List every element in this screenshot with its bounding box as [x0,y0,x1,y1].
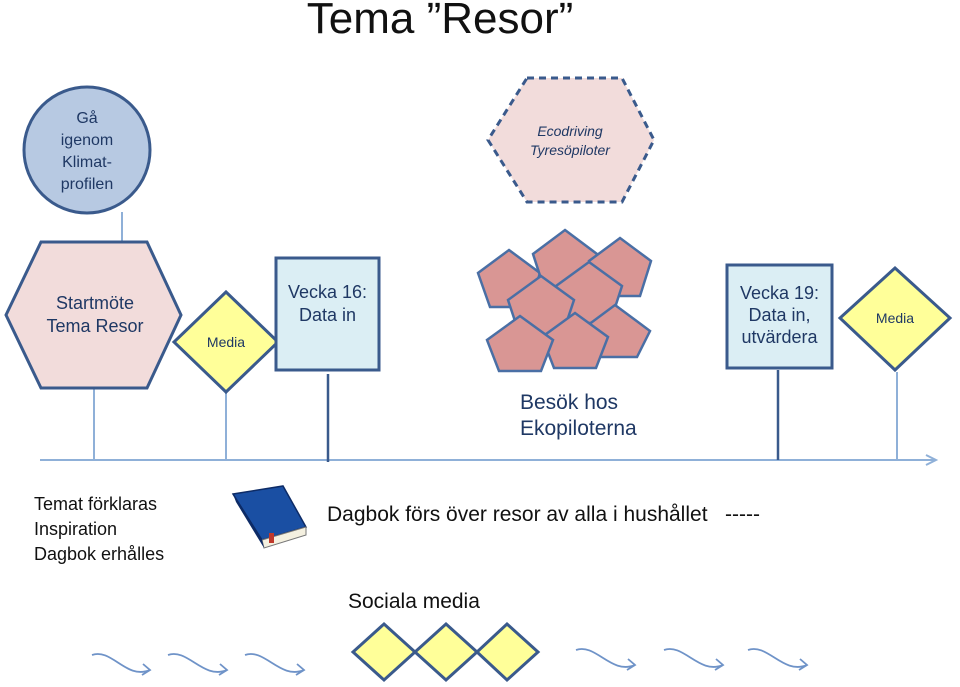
circle-line-1: Gå [76,110,98,127]
timeline-arrowhead [925,454,939,466]
sociala-media-label: Sociala media [348,590,480,613]
curved-arrow-2 [167,653,229,676]
book-icon [231,485,308,549]
pentagon-cluster [476,228,653,373]
dagbok-label: Dagbok förs över resor av alla i hushåll… [327,503,760,526]
startmote-label: Startmöte Tema Resor [20,292,170,338]
vecka16-box [274,256,381,372]
social-diamond-2 [412,621,480,683]
startmote-line-1: Startmöte [55,293,135,313]
media-right-diamond [837,265,953,373]
ecodriving-label: Ecodriving Tyresöpiloter [500,122,640,160]
vecka19-label: Vecka 19: Data in, utvärdera [727,282,832,348]
social-media-diamonds [350,621,541,683]
circle-line-3: Klimat- [62,154,112,171]
ecodriving-line-2: Tyresöpiloter [530,142,610,158]
curved-arrow-5 [663,648,725,671]
vecka16-label: Vecka 16: Data in [276,281,379,327]
circle-line-2: igenom [60,132,114,149]
pentagon-7 [540,311,610,370]
temat-line-1: Temat förklaras [34,494,158,514]
vecka16-line-1: Vecka 16: [287,282,368,302]
vecka19-line-3: utvärdera [741,327,818,347]
page-title: Tema ”Resor” [306,0,574,43]
curved-arrow-1 [91,653,152,676]
ecodriving-hexagon [486,76,656,204]
media-right-label: Media [875,310,915,326]
vecka19-box [725,263,834,370]
besok-line-1: Besök hos [520,391,619,414]
besok-label: Besök hos Ekopiloterna [520,390,680,442]
media-left-label: Media [206,334,246,350]
ecodriving-line-1: Ecodriving [537,123,603,139]
pentagon-8 [485,314,555,373]
klimatprofil-circle [22,85,152,215]
circle-line-4: profilen [60,176,114,193]
vecka16-line-2: Data in [298,305,357,325]
vecka19-line-1: Vecka 19: [739,283,820,303]
social-diamond-1 [350,621,418,683]
temat-line-2: Inspiration [34,519,118,539]
curved-arrow-6 [747,648,809,671]
curved-arrows [91,648,809,676]
circle-label: Gå igenom Klimat- profilen [27,108,147,196]
startmote-line-2: Tema Resor [46,316,144,336]
vecka19-line-2: Data in, [748,305,811,325]
temat-line-3: Dagbok erhålles [34,544,165,564]
social-diamond-3 [474,621,541,683]
media-left-diamond [171,289,281,395]
curved-arrow-4 [575,648,637,671]
startmote-hexagon [4,240,183,390]
besok-line-2: Ekopiloterna [520,417,637,440]
curved-arrow-3 [244,653,306,676]
temat-label: Temat förklaras Inspiration Dagbok erhål… [34,492,224,567]
